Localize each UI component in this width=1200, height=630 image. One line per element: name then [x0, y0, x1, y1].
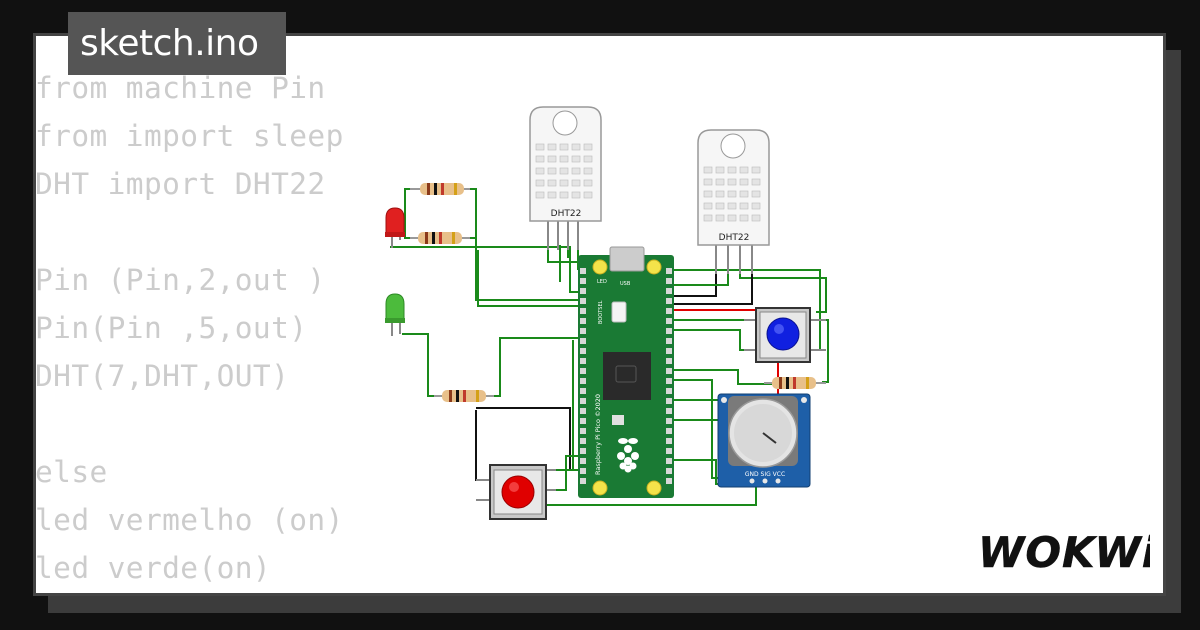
dht22-label-1: DHT22	[551, 209, 582, 219]
usb-label: USB	[620, 281, 631, 287]
resistor-4	[764, 377, 826, 389]
push-button-red	[476, 464, 556, 520]
code-line: else	[35, 455, 108, 489]
resistor-2	[410, 232, 470, 244]
wokwi-logo: WOKWi	[978, 528, 1150, 578]
led-silkscreen-label: LED	[597, 279, 607, 285]
code-line: Pin(Pin ,5,out)	[35, 311, 308, 345]
file-name-tab: sketch.ino	[68, 12, 286, 75]
dht22-sensor-2: DHT22	[697, 129, 770, 274]
wokwi-logo-text: WOKWi	[978, 528, 1150, 577]
board-silkscreen: Raspberry Pi Pico ©2020	[594, 394, 602, 475]
resistor-1	[410, 183, 470, 195]
code-line: DHT import DHT22	[35, 167, 326, 201]
dht22-label-2: DHT22	[719, 233, 750, 243]
potentiometer: GND SIG VCC	[717, 393, 811, 488]
pot-pins-label: GND SIG VCC	[745, 471, 785, 478]
raspberry-logo-icon	[617, 438, 639, 473]
raspberry-pi-pico: USB LED BOOTSEL Raspberry Pi Pico ©2020	[578, 246, 674, 498]
code-line: led verde(on)	[35, 551, 272, 585]
led-green	[385, 293, 405, 336]
code-line: from machine Pin	[35, 71, 326, 105]
code-line: from import sleep	[35, 119, 344, 153]
resistor-3	[434, 390, 494, 402]
code-line: Pin (Pin,2,out )	[35, 263, 326, 297]
dht22-sensor-1: DHT22	[529, 106, 602, 250]
file-name: sketch.ino	[80, 23, 259, 64]
code-line: DHT(7,DHT,OUT)	[35, 359, 290, 393]
push-button-blue	[744, 307, 826, 363]
wires	[390, 188, 829, 506]
code-line: led vermelho (on)	[35, 503, 344, 537]
led-red	[385, 207, 405, 248]
bootsel-label: BOOTSEL	[598, 300, 604, 324]
